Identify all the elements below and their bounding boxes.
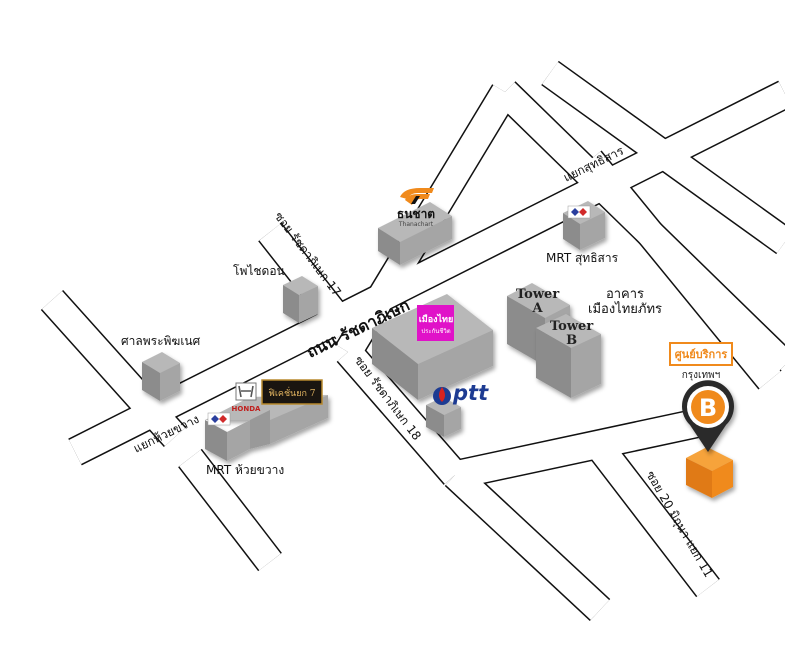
muang-thai-building-label: อาคาร เมืองไทยภัทร [588,287,663,317]
building-shrine [142,352,180,401]
sign-7-plate [261,379,323,405]
photchanon-label: โพไชดอน [233,264,285,278]
building-tower-b [536,314,601,398]
service-logo-letter: B [699,394,717,422]
service-center-building [686,447,733,498]
thanachart-logo-text: ธนชาต [397,207,435,221]
tower-b-label: Tower B [550,319,594,348]
ptt-drop-icon [433,387,451,405]
building-huai-khwang-row [205,395,328,461]
map-pin-icon: B [682,380,734,452]
tower-a-label: Tower A [516,287,560,316]
service-center-callout: ศูนย์บริการ กรุงเทพฯ [669,342,733,383]
shrine-label: ศาลพระพิฆเนศ [121,334,201,348]
mrt-sutthisan-label: MRT สุทธิสาร [546,251,619,265]
building-thanachart [378,202,452,265]
service-center-subtitle: กรุงเทพฯ [681,370,721,381]
building-photchanon [283,276,318,323]
muang-thai-logo [417,305,454,341]
muang-thai-logo-text: เมืองไทย [419,313,454,325]
mrt-huai-khwang-label: MRT ห้วยขวาง [206,463,285,477]
service-center-title: ศูนย์บริการ [669,342,733,366]
sign-7-text: ฟิเคชั่นยก 7 [268,386,315,399]
building-ptt [426,397,461,437]
mrt-logo-icon [207,412,231,426]
thanachart-logo-icon [400,188,434,205]
muang-thai-logo-sub: ประกันชีวิต [421,327,450,335]
mrt-logo-icon [567,205,591,219]
honda-logo-icon [235,382,257,401]
honda-text: HONDA [232,405,261,413]
ptt-label: ptt [453,381,489,405]
thanachart-logo-sub: Thanachart [398,221,434,228]
